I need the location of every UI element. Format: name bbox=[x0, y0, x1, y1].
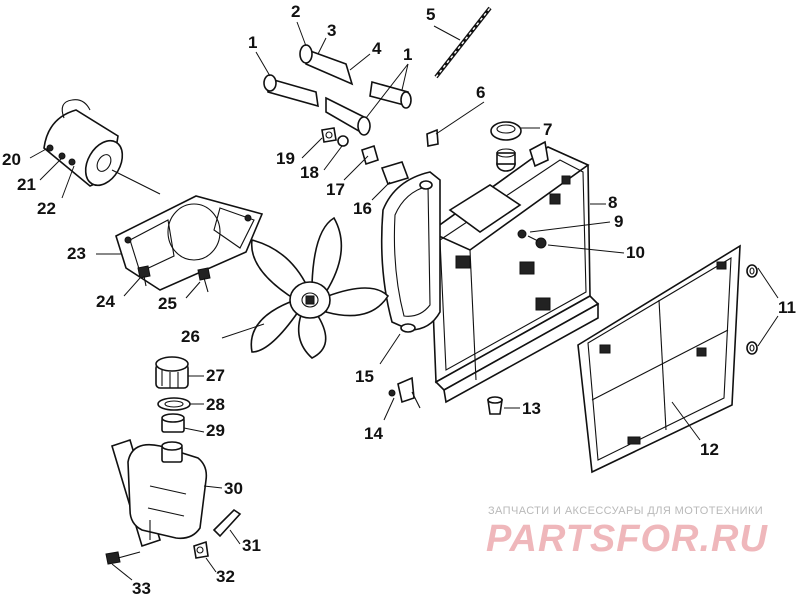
callout-11: 11 bbox=[778, 298, 796, 317]
callout-18: 18 bbox=[300, 163, 319, 182]
callout-27: 27 bbox=[206, 366, 225, 385]
drain-plug bbox=[487, 396, 503, 415]
callout-3: 3 bbox=[327, 21, 337, 40]
radiator bbox=[428, 140, 600, 404]
leader-lines bbox=[29, 21, 779, 581]
fan-blade bbox=[250, 216, 390, 359]
callout-8: 8 bbox=[608, 193, 618, 212]
callout-12: 12 bbox=[700, 440, 719, 459]
callout-22: 22 bbox=[37, 199, 56, 218]
thermostat-stack bbox=[321, 127, 410, 185]
callout-24: 24 bbox=[96, 292, 115, 311]
callout-4: 4 bbox=[372, 39, 382, 58]
callout-9: 9 bbox=[614, 212, 624, 231]
callout-29: 29 bbox=[206, 421, 225, 440]
callout-25: 25 bbox=[158, 294, 177, 313]
callout-7: 7 bbox=[543, 120, 553, 139]
callout-5: 5 bbox=[426, 5, 436, 24]
coolant-hoses bbox=[263, 44, 412, 136]
watermark-logo: PARTSFOR.RU bbox=[486, 518, 768, 560]
shroud-bracket bbox=[388, 376, 421, 409]
callout-1-b: 1 bbox=[403, 45, 413, 64]
callout-33: 33 bbox=[132, 579, 151, 598]
callout-31: 31 bbox=[242, 536, 261, 555]
callout-26: 26 bbox=[181, 327, 200, 346]
callout-6: 6 bbox=[476, 83, 486, 102]
grommets bbox=[746, 264, 758, 355]
callout-28: 28 bbox=[206, 395, 225, 414]
dipstick bbox=[434, 6, 492, 79]
callout-20: 20 bbox=[2, 150, 21, 169]
callout-10: 10 bbox=[626, 243, 645, 262]
washer-and-bolt bbox=[517, 229, 547, 249]
watermark-subtitle: ЗАПЧАСТИ И АКСЕССУАРЫ ДЛЯ МОТОТЕХНИКИ bbox=[488, 505, 764, 517]
callout-17: 17 bbox=[326, 180, 345, 199]
fan-shroud bbox=[380, 171, 441, 333]
callout-14: 14 bbox=[364, 424, 383, 443]
fan-motor bbox=[43, 99, 161, 195]
hose-clamp bbox=[426, 128, 439, 147]
radiator-screen bbox=[577, 244, 741, 474]
callout-13: 13 bbox=[522, 399, 541, 418]
callout-1-a: 1 bbox=[248, 33, 258, 52]
callout-19: 19 bbox=[276, 149, 295, 168]
reservoir-cap-parts bbox=[155, 356, 191, 433]
motor-bracket bbox=[115, 195, 264, 291]
callout-15: 15 bbox=[355, 367, 374, 386]
callout-21: 21 bbox=[17, 175, 36, 194]
callout-16: 16 bbox=[353, 199, 372, 218]
coolant-reservoir bbox=[111, 438, 208, 548]
callout-23: 23 bbox=[67, 244, 86, 263]
radiator-cap bbox=[490, 121, 522, 172]
reservoir-fittings bbox=[105, 508, 242, 565]
callout-30: 30 bbox=[224, 479, 243, 498]
callout-2: 2 bbox=[291, 2, 301, 21]
bracket-screws bbox=[137, 265, 211, 293]
callout-32: 32 bbox=[216, 567, 235, 586]
